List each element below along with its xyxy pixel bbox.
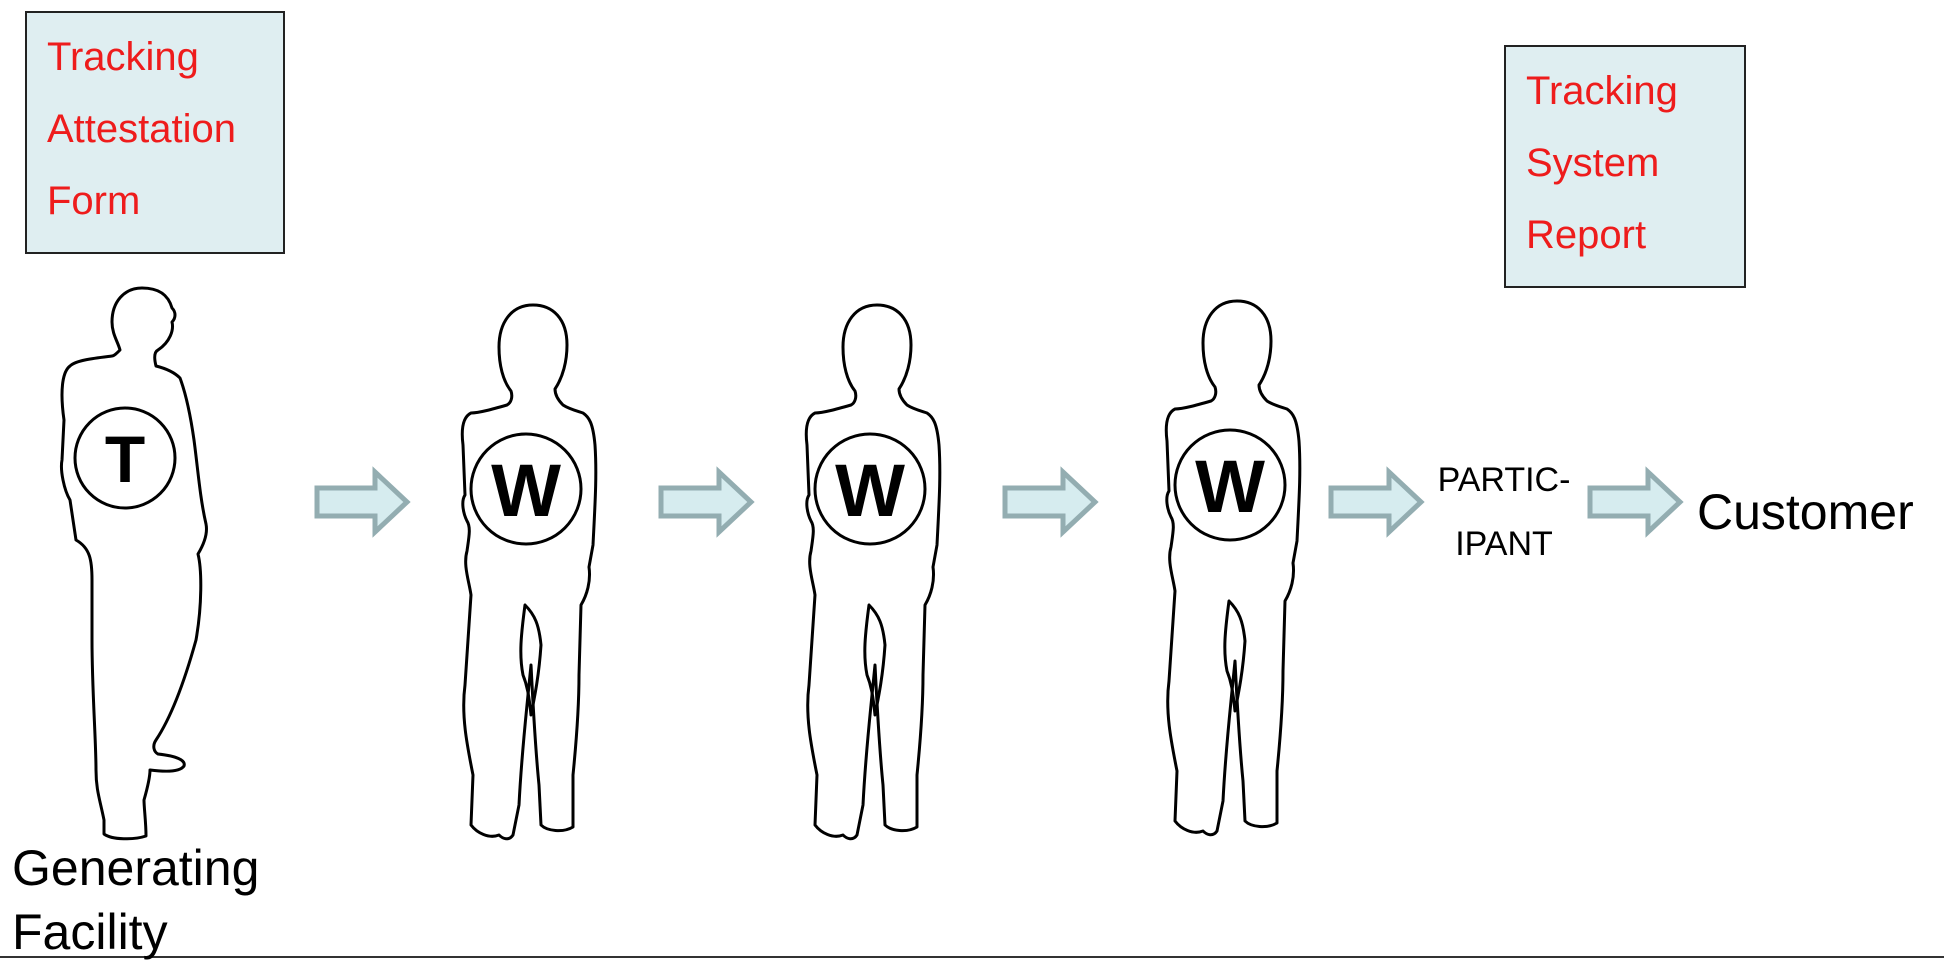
label-line: Generating bbox=[12, 840, 260, 896]
label-line: PARTIC- bbox=[1437, 461, 1571, 499]
note-line: Attestation bbox=[47, 107, 237, 151]
label-line: IPANT bbox=[1455, 525, 1553, 563]
tracking-attestation-form-note: Tracking Attestation Form bbox=[25, 11, 285, 254]
flow-arrow-3 bbox=[1005, 472, 1095, 532]
generating-facility-label: Generating Facility bbox=[12, 836, 259, 964]
note-line: Tracking bbox=[1526, 69, 1678, 113]
generator-badge: T bbox=[73, 406, 177, 510]
flow-arrow-1 bbox=[317, 472, 407, 532]
note-line: System bbox=[1526, 141, 1660, 185]
tracking-system-report-note: Tracking System Report bbox=[1504, 45, 1746, 288]
note-line: Report bbox=[1526, 213, 1647, 257]
wholesaler-3-badge-letter: W bbox=[1195, 445, 1265, 528]
flow-arrow-4 bbox=[1331, 472, 1421, 532]
flow-arrow-2 bbox=[661, 472, 751, 532]
wholesaler-2-badge: W bbox=[813, 432, 927, 546]
note-line: Tracking bbox=[47, 35, 199, 79]
note-line: Form bbox=[47, 179, 141, 223]
wholesaler-1-badge-letter: W bbox=[491, 449, 561, 532]
generator-silhouette bbox=[60, 286, 208, 841]
customer-label: Customer bbox=[1697, 484, 1914, 540]
flow-arrow-5 bbox=[1590, 472, 1680, 532]
wholesaler-2-badge-letter: W bbox=[835, 449, 905, 532]
wholesaler-1-silhouette bbox=[460, 303, 598, 841]
participant-label: PARTIC- IPANT bbox=[1426, 448, 1582, 576]
wholesaler-3-badge: W bbox=[1173, 428, 1287, 542]
wholesaler-3-silhouette bbox=[1164, 299, 1302, 837]
wholesaler-1-badge: W bbox=[469, 432, 583, 546]
label-line: Facility bbox=[12, 904, 168, 960]
wholesaler-2-silhouette bbox=[804, 303, 942, 841]
generator-badge-letter: T bbox=[105, 422, 145, 496]
